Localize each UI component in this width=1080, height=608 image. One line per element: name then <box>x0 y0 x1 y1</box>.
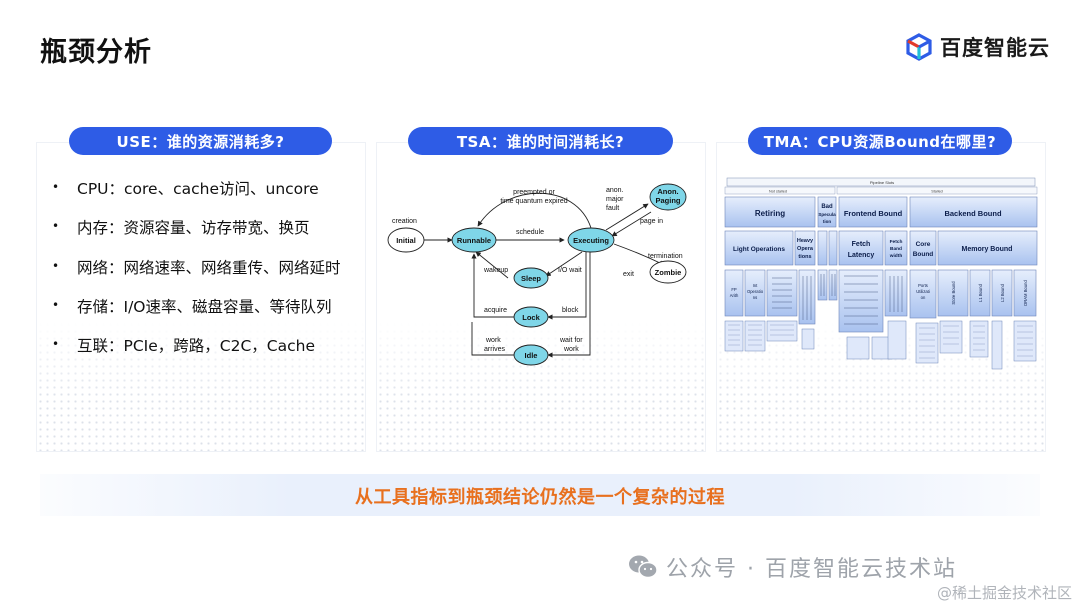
svg-text:Ports: Ports <box>918 283 928 288</box>
svg-text:FP: FP <box>731 287 737 292</box>
svg-text:L1 Bound: L1 Bound <box>978 283 983 302</box>
svg-text:Bound: Bound <box>913 251 934 258</box>
svg-text:Core: Core <box>916 241 931 248</box>
tma-header: TMA：CPU资源Bound在哪里? <box>748 127 1012 155</box>
list-item: •互联：PCIe，跨路，C2C，Cache <box>52 337 315 356</box>
svg-text:Stalled: Stalled <box>931 190 943 194</box>
svg-text:width: width <box>889 253 903 259</box>
svg-text:Runnable: Runnable <box>457 236 491 245</box>
svg-text:Pipeline Slots: Pipeline Slots <box>870 180 894 185</box>
svg-text:Operatio: Operatio <box>747 289 764 294</box>
svg-text:Store Bound: Store Bound <box>951 281 956 305</box>
svg-text:DRAM Bound: DRAM Bound <box>1023 280 1028 306</box>
svg-text:on: on <box>921 295 926 300</box>
brand-logo: 百度智能云 <box>905 32 1050 62</box>
svg-text:Light Operations: Light Operations <box>733 246 785 253</box>
svg-text:tions: tions <box>798 254 811 260</box>
tsa-state-diagram: Initial Runnable Executing Anon. Paging … <box>387 183 687 366</box>
svg-text:work: work <box>485 337 501 344</box>
conclusion-banner-bg <box>40 474 1040 516</box>
list-item: •CPU：core、cache访问、uncore <box>52 180 319 198</box>
wechat-icon <box>629 555 658 579</box>
svg-text:time quantum expired: time quantum expired <box>500 198 567 205</box>
list-item: •存储：I/O速率、磁盘容量、等待队列 <box>52 297 332 316</box>
svg-text:page in: page in <box>640 218 663 225</box>
svg-text:wakeup: wakeup <box>483 267 508 274</box>
list-item: •内存：资源容量、访存带宽、换页 <box>52 219 310 238</box>
svg-text:Memory Bound: Memory Bound <box>962 246 1013 253</box>
baidu-cloud-icon <box>906 33 932 61</box>
svg-text:Zombie: Zombie <box>655 268 682 277</box>
svg-text:Retiring: Retiring <box>755 209 785 218</box>
conclusion-banner-text: 从工具指标到瓶颈结论仍然是一个复杂的过程 <box>355 487 725 508</box>
svg-text:Fetch: Fetch <box>890 239 903 245</box>
svg-text:Specula: Specula <box>818 212 836 217</box>
tma-hierarchy-diagram: Pipeline Slots Not stalled Stalled Retir… <box>724 177 1038 370</box>
svg-text:Initial: Initial <box>396 236 416 245</box>
use-panel <box>36 142 366 452</box>
svg-text:Anon.: Anon. <box>657 187 678 196</box>
svg-text:L2 Bound: L2 Bound <box>1000 283 1005 302</box>
svg-text:exit: exit <box>623 271 634 278</box>
tma-retiring <box>724 196 816 228</box>
svg-text:Sleep: Sleep <box>521 274 541 283</box>
svg-text:Lock: Lock <box>522 313 540 322</box>
svg-text:Fetch: Fetch <box>852 241 871 248</box>
svg-text:schedule: schedule <box>516 229 544 236</box>
state-sleep <box>513 267 549 289</box>
juejin-watermark: @稀土掘金技术社区 <box>936 582 1072 603</box>
state-initial <box>387 227 425 253</box>
svg-text:major: major <box>606 196 624 203</box>
use-resource-list: •CPU：core、cache访问、uncore •内存：资源容量、访存带宽、换… <box>52 177 341 373</box>
svg-text:Utilizati: Utilizati <box>916 289 930 294</box>
list-item: •网络：网络速率、网络重传、网络延时 <box>52 258 341 277</box>
svg-text:Heavy: Heavy <box>797 238 814 244</box>
svg-text:Idle: Idle <box>525 351 538 360</box>
svg-text:acquire: acquire <box>484 307 507 314</box>
svg-text:I/O wait: I/O wait <box>558 267 582 274</box>
svg-text:block: block <box>562 307 579 314</box>
brand-name: 百度智能云 <box>940 36 1050 60</box>
state-lock <box>513 306 549 328</box>
svg-text:Band: Band <box>890 246 902 252</box>
svg-text:Executing: Executing <box>573 236 609 245</box>
svg-text:Bad: Bad <box>821 204 833 210</box>
svg-text:anon.: anon. <box>606 187 624 194</box>
svg-text:wait for: wait for <box>559 337 583 344</box>
svg-text:Opera: Opera <box>797 246 814 252</box>
svg-text:termination: termination <box>648 253 683 260</box>
svg-text:tion: tion <box>823 219 831 224</box>
tma-bad-speculation <box>817 196 837 228</box>
svg-text:arrives: arrives <box>484 346 506 353</box>
state-runnable <box>451 227 497 253</box>
tma-frontend-bound <box>838 196 908 228</box>
svg-text:work: work <box>563 346 579 353</box>
tma-backend-bound <box>909 196 1038 228</box>
wechat-watermark: 公众号 · 百度智能云技术站 <box>628 551 957 583</box>
svg-text:Backend Bound: Backend Bound <box>944 209 1002 218</box>
svg-text:Int: Int <box>753 283 758 288</box>
svg-text:Not stalled: Not stalled <box>769 190 787 194</box>
svg-text:fault: fault <box>606 205 619 212</box>
state-anon-paging <box>649 183 687 211</box>
svg-text:creation: creation <box>392 218 417 225</box>
svg-text:Frontend Bound: Frontend Bound <box>844 209 903 218</box>
state-executing <box>567 227 615 253</box>
svg-text:Arith: Arith <box>730 293 739 298</box>
svg-text:ns: ns <box>753 295 757 300</box>
svg-text:Paging: Paging <box>655 196 680 205</box>
page-title: 瓶颈分析 <box>40 37 152 68</box>
use-header: USE：谁的资源消耗多? <box>69 127 332 155</box>
svg-text:Latency: Latency <box>848 252 875 259</box>
state-zombie <box>649 260 687 284</box>
tsa-header: TSA：谁的时间消耗长? <box>408 127 673 155</box>
state-idle <box>513 344 549 366</box>
svg-text:preempted or: preempted or <box>513 189 555 196</box>
